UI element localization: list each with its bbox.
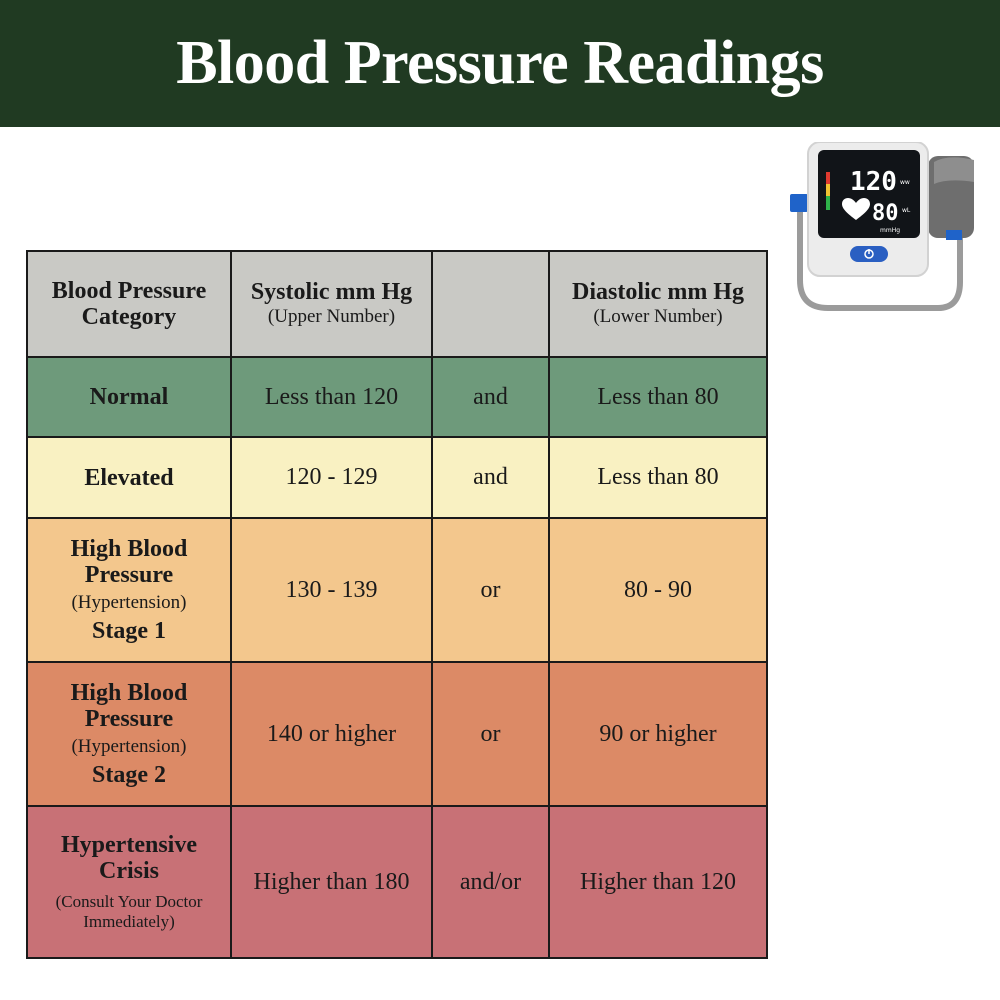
systolic-display: 120 [850,167,897,197]
diastolic-cell: Less than 80 [548,356,768,438]
connector-cell: or [431,661,550,807]
diastolic-value: 90 or higher [599,720,717,747]
blood-pressure-monitor-icon: 120 80 ww wL mmHg [790,142,974,311]
cuff-highlight [934,157,974,184]
category-label: High Blood Pressure [70,680,188,732]
table-row: Normal Less than 120 and Less than 80 [26,356,768,438]
title-banner: Blood Pressure Readings [0,0,1000,127]
systolic-value: Less than 120 [264,383,399,410]
color-bar-green [826,196,830,210]
category-stage-label: Stage 2 [92,762,166,788]
systolic-cell: Less than 120 [230,356,433,438]
header-systolic-sub: (Upper Number) [267,306,396,327]
systolic-marker: ww [900,179,910,186]
category-label: Hypertensive Crisis [61,832,197,884]
connector-cell: and [431,356,550,438]
connector-value: and [473,383,508,410]
systolic-value: Higher than 180 [253,868,410,895]
header-category-label: Blood Pressure Category [51,278,207,330]
color-bar-yellow [826,184,830,196]
table-header-row: Blood Pressure Category Systolic mm Hg (… [26,250,768,358]
systolic-cell: 130 - 139 [230,517,433,663]
diastolic-cell: Higher than 120 [548,805,768,959]
connector-cell: and/or [431,805,550,959]
tube-shape [797,201,963,311]
systolic-cell: 120 - 129 [230,436,433,519]
category-stage-label: Stage 1 [92,618,166,644]
diastolic-value: Less than 80 [597,383,719,410]
category-cell: Hypertensive Crisis (Consult Your Doctor… [26,805,232,959]
header-diastolic: Diastolic mm Hg (Lower Number) [548,250,768,358]
connector-cell: and [431,436,550,519]
connector-value: and [473,464,508,490]
connector-value: or [480,576,501,603]
category-sub-label: (Hypertension) [71,592,187,613]
page-title: Blood Pressure Readings [176,29,824,97]
category-cell: High Blood Pressure (Hypertension) Stage… [26,661,232,807]
category-sub-label: (Hypertension) [71,736,187,757]
table-row: Hypertensive Crisis (Consult Your Doctor… [26,805,768,959]
header-diastolic-label: Diastolic mm Hg [572,279,744,305]
connector-value: or [480,720,501,747]
table-row: Elevated 120 - 129 and Less than 80 [26,436,768,519]
diastolic-display: 80 [872,201,899,226]
diastolic-marker: wL [902,207,911,214]
systolic-value: 130 - 139 [285,576,378,603]
heart-icon [842,198,870,220]
table-row: High Blood Pressure (Hypertension) Stage… [26,661,768,807]
header-connector [431,250,550,358]
connector-value: and/or [459,868,522,895]
table-row: High Blood Pressure (Hypertension) Stage… [26,517,768,663]
cuff-connector-shape [946,230,962,240]
diastolic-cell: Less than 80 [548,436,768,519]
connector-cell: or [431,517,550,663]
diastolic-value: 80 - 90 [624,576,692,603]
category-cell: High Blood Pressure (Hypertension) Stage… [26,517,232,663]
category-label: Elevated [84,464,174,491]
monitor-screen [818,150,920,238]
category-cell: Normal [26,356,232,438]
diastolic-value: Less than 80 [597,464,719,490]
category-label: High Blood Pressure [70,536,188,588]
color-bar-red [826,172,830,184]
diastolic-cell: 80 - 90 [548,517,768,663]
diastolic-cell: 90 or higher [548,661,768,807]
header-systolic: Systolic mm Hg (Upper Number) [230,250,433,358]
blood-pressure-table: Blood Pressure Category Systolic mm Hg (… [26,250,768,959]
systolic-cell: 140 or higher [230,661,433,807]
category-label: Normal [89,384,169,410]
systolic-value: 140 or higher [266,720,397,747]
category-sub-label: (Consult Your Doctor Immediately) [55,892,203,931]
header-systolic-label: Systolic mm Hg [250,279,413,305]
diastolic-value: Higher than 120 [580,868,736,895]
header-category: Blood Pressure Category [26,250,232,358]
connector-shape [790,194,808,212]
header-diastolic-sub: (Lower Number) [593,306,723,327]
category-cell: Elevated [26,436,232,519]
systolic-value: 120 - 129 [285,464,378,490]
unit-display: mmHg [880,227,900,234]
systolic-cell: Higher than 180 [230,805,433,959]
